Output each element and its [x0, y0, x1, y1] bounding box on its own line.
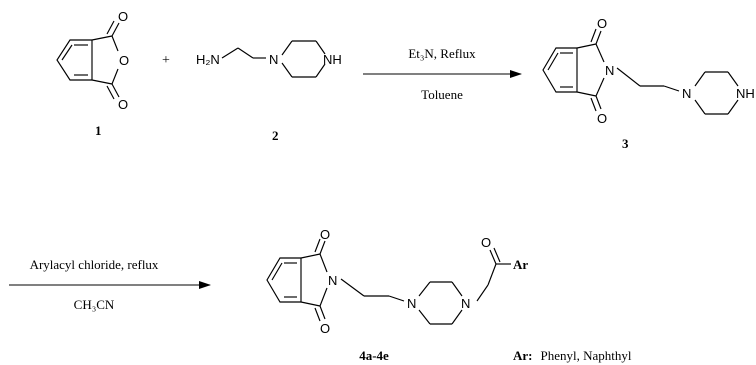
compound-4-structure: O N O N N O Ar — [266, 227, 528, 336]
compound-1-atom-o: O — [118, 97, 128, 112]
compound-2-atom-n: N — [269, 52, 278, 67]
compound-2-label: 2 — [272, 128, 279, 143]
compound-4-label: 4a-4e — [359, 348, 389, 363]
compound-1-atom-o: O — [118, 9, 128, 24]
compound-1-atom-o: O — [119, 53, 129, 68]
compound-4-atom-n: N — [461, 296, 470, 311]
step-2-reagent-bottom: CH₃CN — [74, 297, 115, 312]
plus-sign: + — [162, 53, 170, 68]
compound-3-atom-o: O — [597, 111, 607, 126]
compound-1-structure: O O O — [56, 9, 129, 112]
compound-2-structure: H₂N N NH — [196, 40, 342, 78]
compound-2-bonds — [221, 40, 326, 78]
step-2-reagent-top: Arylacyl chloride, reflux — [30, 257, 159, 272]
compound-4-atom-o: O — [320, 227, 330, 242]
compound-3-atom-n: N — [682, 86, 691, 101]
compound-4-aryl-group: Ar — [513, 257, 528, 272]
compound-1-label: 1 — [95, 123, 102, 138]
compound-1-bonds — [56, 20, 120, 100]
compound-3-bonds — [542, 28, 739, 115]
compound-4-atom-o: O — [320, 321, 330, 336]
compound-3-atom-nh: NH — [736, 86, 755, 101]
compound-2-amine-group: H₂N — [196, 52, 220, 67]
aryl-legend-prefix: Ar: — [513, 348, 533, 363]
aryl-legend-text: Phenyl, Naphthyl — [541, 348, 632, 363]
compound-4-atom-n: N — [407, 296, 416, 311]
compound-3-atom-o: O — [597, 16, 607, 31]
step-1-reagent-bottom: Toluene — [421, 87, 463, 102]
compound-4-atom-o: O — [481, 235, 491, 250]
compound-3-atom-n: N — [605, 63, 614, 78]
aryl-legend: Ar: Phenyl, Naphthyl — [513, 347, 632, 364]
compound-4-atom-n: N — [328, 273, 337, 288]
step-1-reagent-top: Et₃N, Reflux — [408, 46, 476, 61]
compound-4-bonds — [266, 238, 511, 325]
compound-3-structure: O N O N NH — [542, 16, 755, 126]
compound-2-atom-nh: NH — [323, 52, 342, 67]
compound-3-label: 3 — [622, 136, 629, 151]
